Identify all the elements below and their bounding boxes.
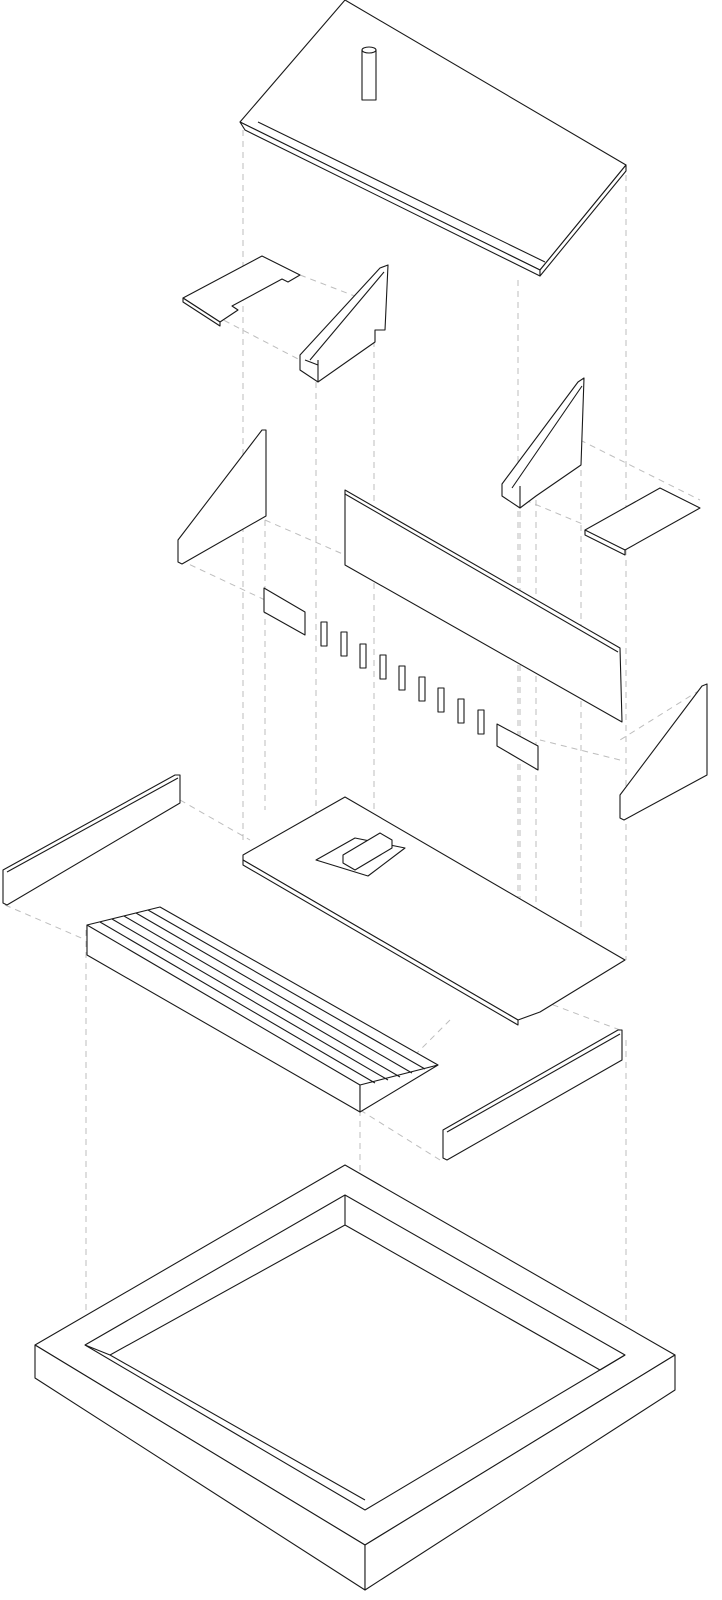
right-triangle-side xyxy=(619,683,708,821)
right-bracket-plate xyxy=(584,487,701,556)
right-upper-fin xyxy=(501,377,585,509)
left-bracket-plate xyxy=(182,255,301,327)
right-side-strip xyxy=(442,1029,623,1161)
roof-panel xyxy=(239,0,627,277)
back-wall-panel xyxy=(344,489,623,723)
base-frame xyxy=(34,1164,676,1591)
chimney-pipe xyxy=(361,46,377,101)
dowel-pins xyxy=(320,621,485,735)
left-side-strip xyxy=(2,774,181,906)
left-upper-fin xyxy=(299,264,389,383)
spacer-blocks xyxy=(263,587,539,771)
stepped-slab xyxy=(86,906,439,1113)
floor-plate xyxy=(242,796,626,1026)
left-triangle-side xyxy=(177,429,267,565)
